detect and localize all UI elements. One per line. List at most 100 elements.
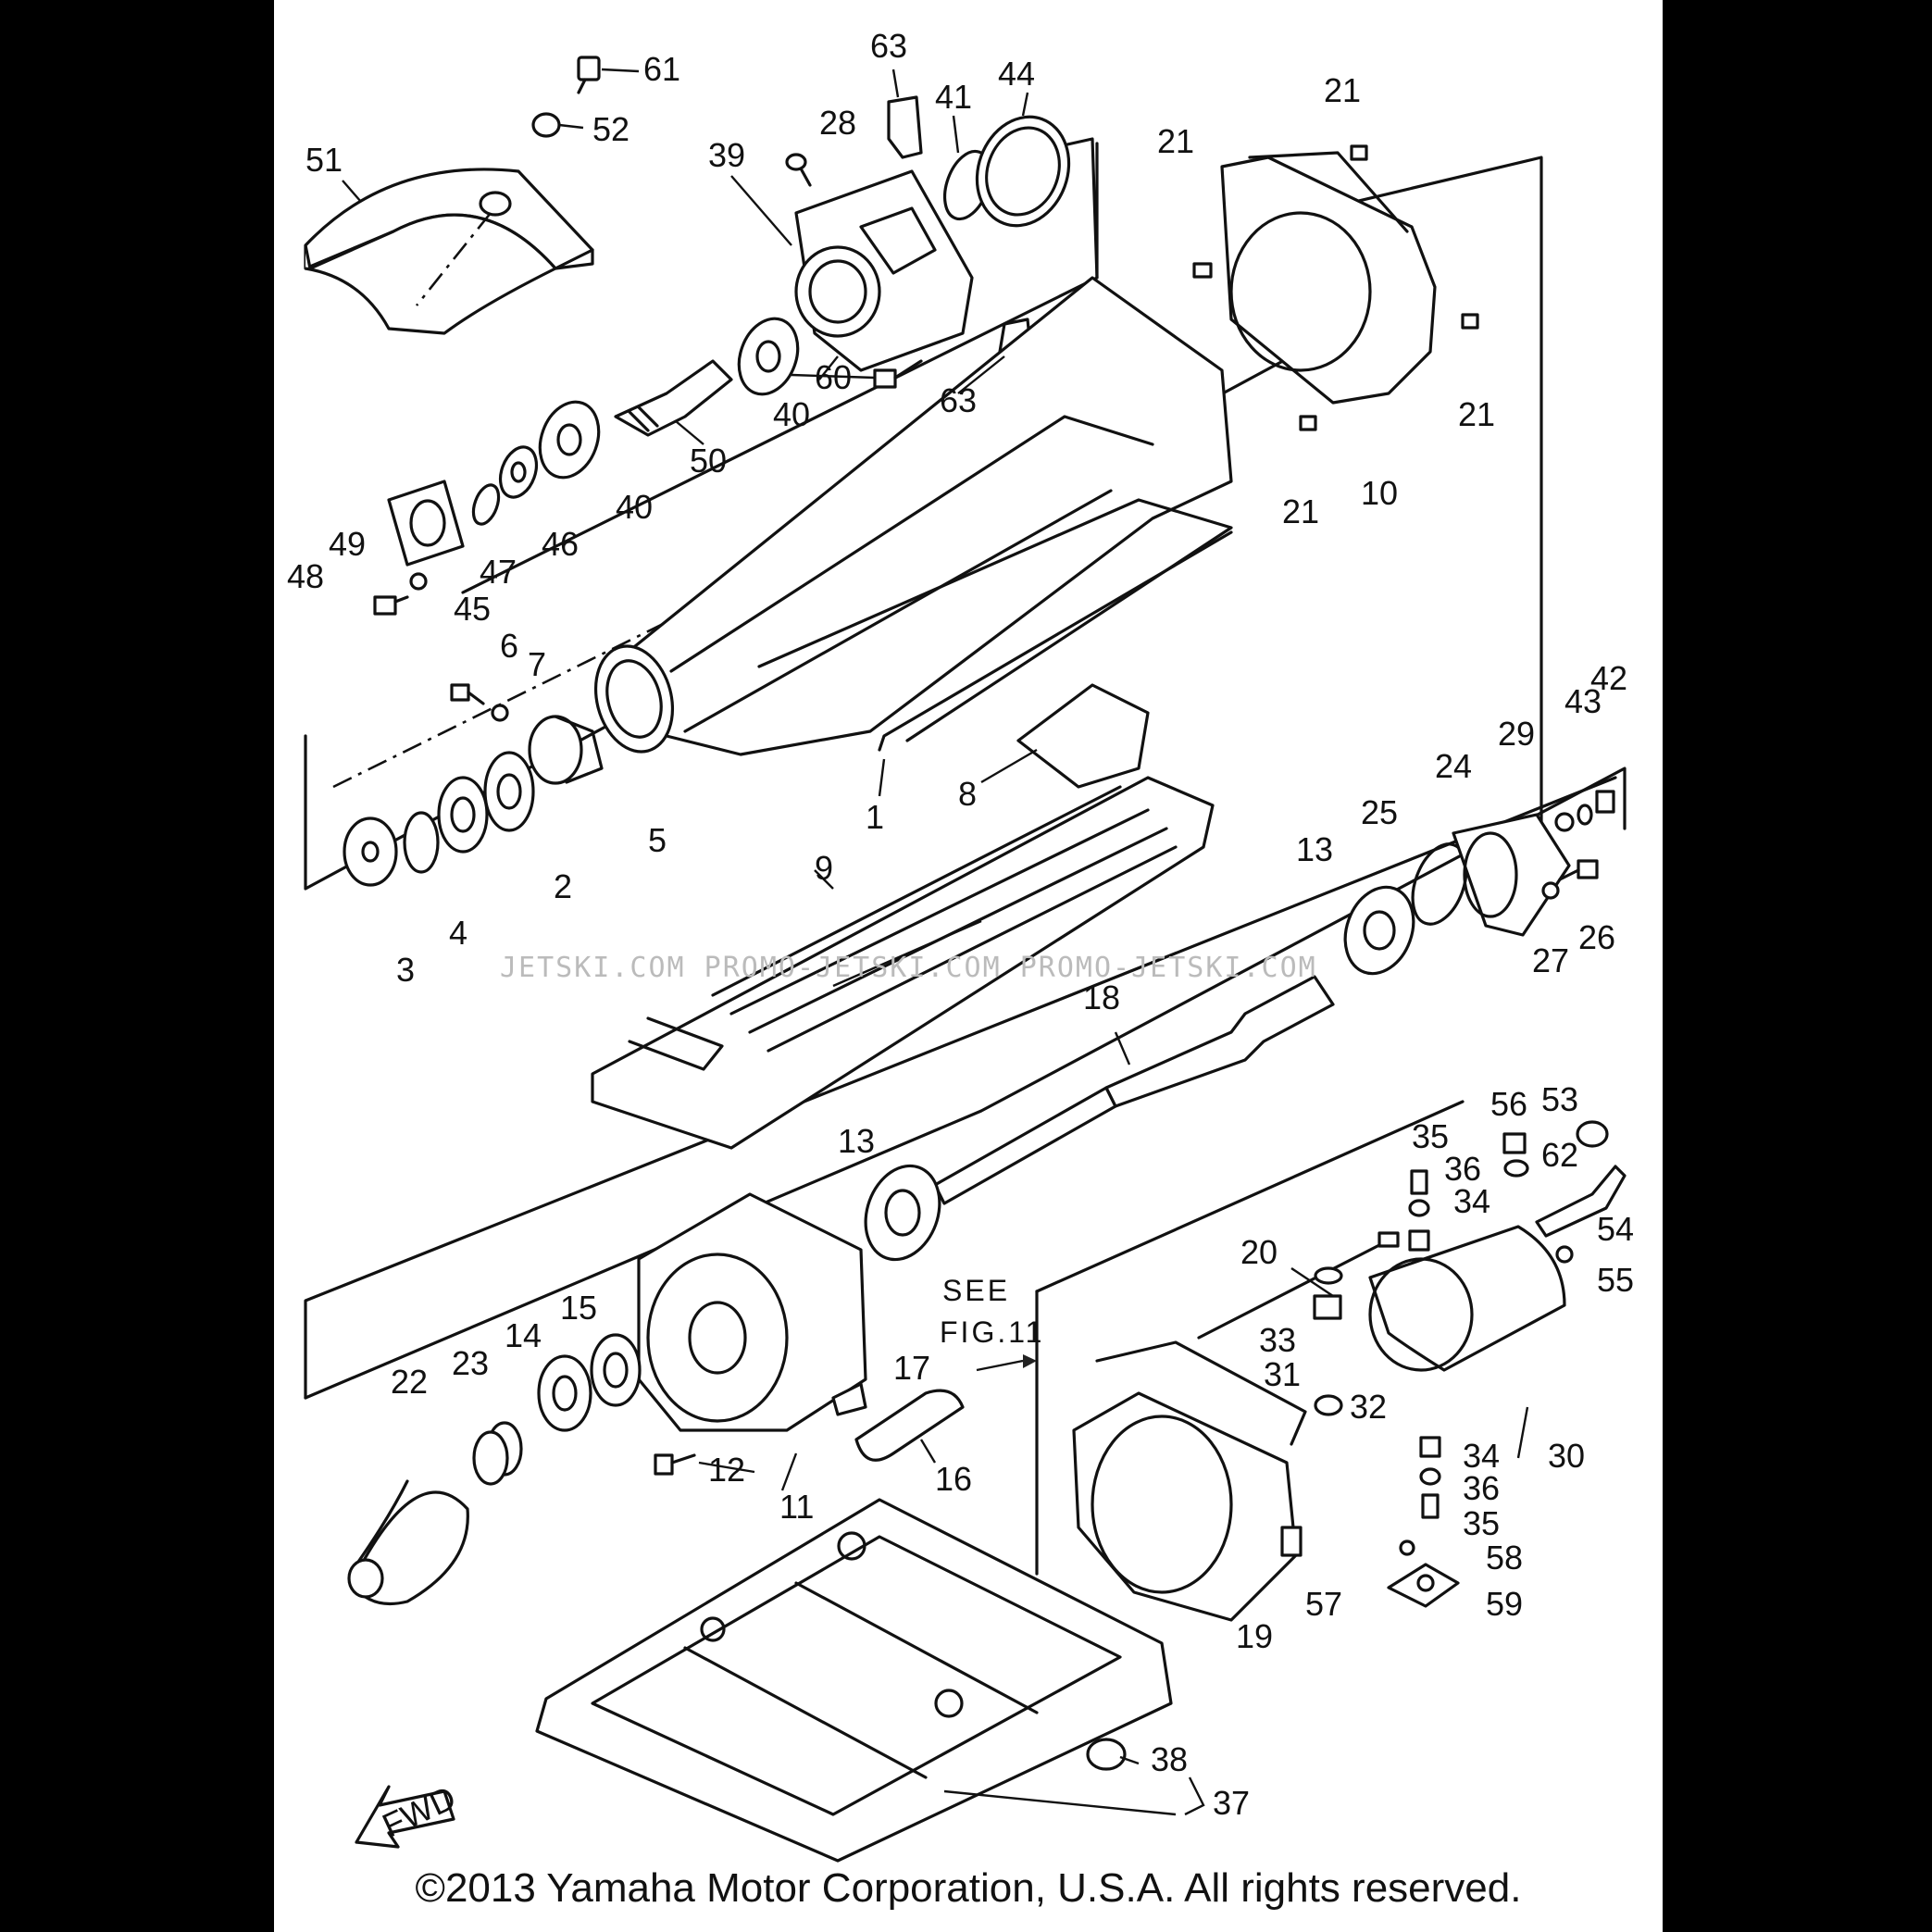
callout-33: 33 bbox=[1259, 1321, 1296, 1359]
part-34-bushing-upper bbox=[1408, 1229, 1430, 1252]
part-47-o-ring bbox=[471, 483, 501, 526]
callout-1: 1 bbox=[866, 798, 884, 836]
part-60-bolt bbox=[873, 359, 923, 389]
callout-38: 38 bbox=[1151, 1740, 1188, 1778]
callout-7: 7 bbox=[528, 645, 546, 683]
callout-10: 10 bbox=[1361, 474, 1398, 512]
callout-18: 18 bbox=[1083, 978, 1120, 1016]
callout-30: 30 bbox=[1548, 1437, 1585, 1475]
part-59-bracket bbox=[1387, 1563, 1460, 1608]
callout-21-bottom: 21 bbox=[1282, 492, 1319, 530]
callout-36-lower: 36 bbox=[1463, 1469, 1500, 1507]
see-fig-note-line2: FIG.11 bbox=[940, 1315, 1044, 1349]
part-6-bolt bbox=[450, 683, 485, 705]
part-25-o-ring bbox=[1411, 842, 1468, 926]
see-fig-arrow bbox=[976, 1354, 1037, 1372]
callout-41: 41 bbox=[935, 78, 972, 116]
part-56-cap bbox=[1502, 1132, 1527, 1154]
callout-6: 6 bbox=[500, 627, 518, 665]
callout-43: 43 bbox=[1564, 682, 1602, 720]
copyright-footer: ©2013 Yamaha Motor Corporation, U.S.A. A… bbox=[415, 1865, 1522, 1911]
callout-36-upper: 36 bbox=[1444, 1150, 1481, 1188]
part-20-rod bbox=[1197, 1231, 1400, 1340]
part-1-pump-duct bbox=[593, 276, 1233, 756]
callout-46: 46 bbox=[542, 525, 579, 563]
callout-13-upper: 13 bbox=[1296, 830, 1333, 868]
callout-35-lower: 35 bbox=[1463, 1504, 1500, 1542]
callout-63-top: 63 bbox=[870, 27, 907, 65]
part-37-ride-plate bbox=[535, 1498, 1173, 1863]
part-14-bearing bbox=[537, 1354, 592, 1432]
part-52-grommet bbox=[531, 112, 584, 138]
part-12-bolt bbox=[654, 1453, 696, 1476]
part-35-bolt-upper bbox=[1410, 1169, 1428, 1195]
callout-51: 51 bbox=[305, 141, 343, 179]
callout-26: 26 bbox=[1578, 918, 1615, 956]
callout-44: 44 bbox=[998, 55, 1035, 93]
callout-13-lower: 13 bbox=[838, 1122, 875, 1160]
callout-25: 25 bbox=[1361, 793, 1398, 831]
part-7-washer bbox=[491, 704, 509, 722]
part-40-bearing-lower bbox=[538, 400, 601, 480]
part-26-bolt bbox=[1558, 859, 1599, 881]
callout-59: 59 bbox=[1486, 1585, 1523, 1623]
part-54-arm bbox=[1535, 1165, 1627, 1238]
part-2-seals bbox=[437, 751, 535, 854]
leader-lines bbox=[342, 69, 1529, 1816]
callout-17: 17 bbox=[893, 1349, 930, 1387]
callout-27: 27 bbox=[1532, 941, 1569, 979]
part-23-spacers bbox=[472, 1421, 523, 1486]
callout-2: 2 bbox=[554, 867, 572, 905]
callout-32: 32 bbox=[1350, 1388, 1387, 1426]
part-9-intake-grate bbox=[591, 776, 1215, 1150]
callout-40-upper: 40 bbox=[773, 395, 810, 433]
part-49-washer bbox=[409, 572, 428, 591]
part-29-washer bbox=[1554, 812, 1575, 832]
part-27-washer bbox=[1541, 881, 1560, 900]
fwd-arrow bbox=[355, 1785, 455, 1849]
part-39-bearing-housing bbox=[794, 169, 974, 372]
callout-62: 62 bbox=[1541, 1136, 1578, 1174]
part-42-nut bbox=[1595, 790, 1615, 814]
callout-8: 8 bbox=[958, 775, 977, 813]
part-32-bushing bbox=[1314, 1394, 1343, 1416]
part-38-grommet bbox=[1086, 1738, 1127, 1771]
callout-15: 15 bbox=[560, 1289, 597, 1327]
part-35-bolt-lower bbox=[1421, 1493, 1440, 1519]
callout-22: 22 bbox=[391, 1363, 428, 1401]
callout-54: 54 bbox=[1597, 1210, 1634, 1248]
callout-19: 19 bbox=[1236, 1617, 1273, 1655]
part-10-intake-frame bbox=[1192, 144, 1479, 431]
part-44-seal bbox=[975, 115, 1071, 228]
callout-21-right: 21 bbox=[1458, 395, 1495, 433]
callout-20: 20 bbox=[1240, 1233, 1278, 1271]
callout-11: 11 bbox=[779, 1488, 814, 1526]
callout-48: 48 bbox=[287, 557, 324, 595]
callout-37: 37 bbox=[1213, 1784, 1250, 1822]
callout-21-top: 21 bbox=[1324, 71, 1361, 109]
part-24-cap bbox=[1452, 813, 1571, 937]
part-17-clamp bbox=[831, 1382, 867, 1416]
part-3-bearing bbox=[343, 816, 398, 887]
callout-61: 61 bbox=[643, 50, 680, 88]
callout-3: 3 bbox=[396, 951, 415, 989]
callout-9: 9 bbox=[815, 849, 833, 887]
callout-47: 47 bbox=[480, 553, 517, 591]
part-8-plate bbox=[1016, 683, 1150, 789]
watermark-text: JETSKI.COM PROMO-JETSKI.COM PROMO-JETSKI… bbox=[500, 952, 1317, 984]
callout-21-left: 21 bbox=[1157, 122, 1194, 160]
part-15-seal bbox=[590, 1333, 642, 1407]
part-13-bearing-upper bbox=[1343, 885, 1415, 976]
part-5-sleeve bbox=[528, 715, 604, 785]
callout-50: 50 bbox=[690, 442, 727, 480]
callout-labels: 61 52 51 63 28 39 41 44 21 21 21 21 10 6… bbox=[287, 27, 1634, 1822]
part-55-nut bbox=[1555, 1245, 1574, 1264]
callout-31: 31 bbox=[1264, 1355, 1301, 1393]
callout-52: 52 bbox=[592, 110, 629, 148]
part-28-screw bbox=[785, 153, 812, 187]
callout-58: 58 bbox=[1486, 1539, 1523, 1577]
callout-34-lower: 34 bbox=[1463, 1437, 1500, 1475]
part-36-washer-lower bbox=[1419, 1467, 1441, 1486]
callout-39: 39 bbox=[708, 136, 745, 174]
